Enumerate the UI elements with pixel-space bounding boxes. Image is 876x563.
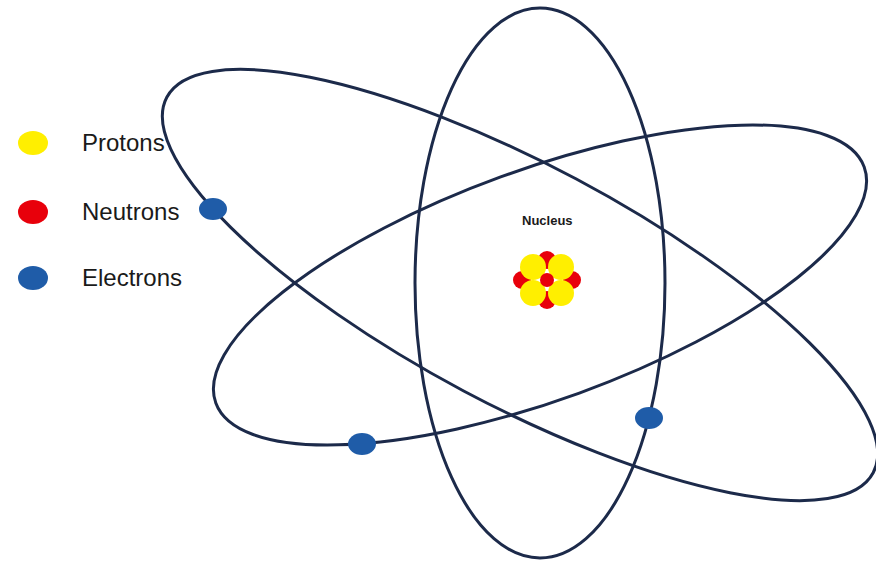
legend-text: Neutrons <box>82 198 179 226</box>
legend-text: Protons <box>82 129 165 157</box>
nucleus-label: Nucleus <box>520 213 575 229</box>
electron-orbit <box>415 8 665 558</box>
legend-text: Electrons <box>82 264 182 292</box>
electron-orbit <box>176 59 876 511</box>
electron <box>635 407 663 429</box>
legend-swatch <box>18 200 48 224</box>
nucleus-cluster <box>513 251 581 309</box>
electron <box>199 198 227 220</box>
electron-orbit <box>110 0 876 563</box>
electron <box>348 433 376 455</box>
legend-swatch <box>18 266 48 290</box>
legend-swatch <box>18 131 48 155</box>
electrons <box>199 198 663 455</box>
